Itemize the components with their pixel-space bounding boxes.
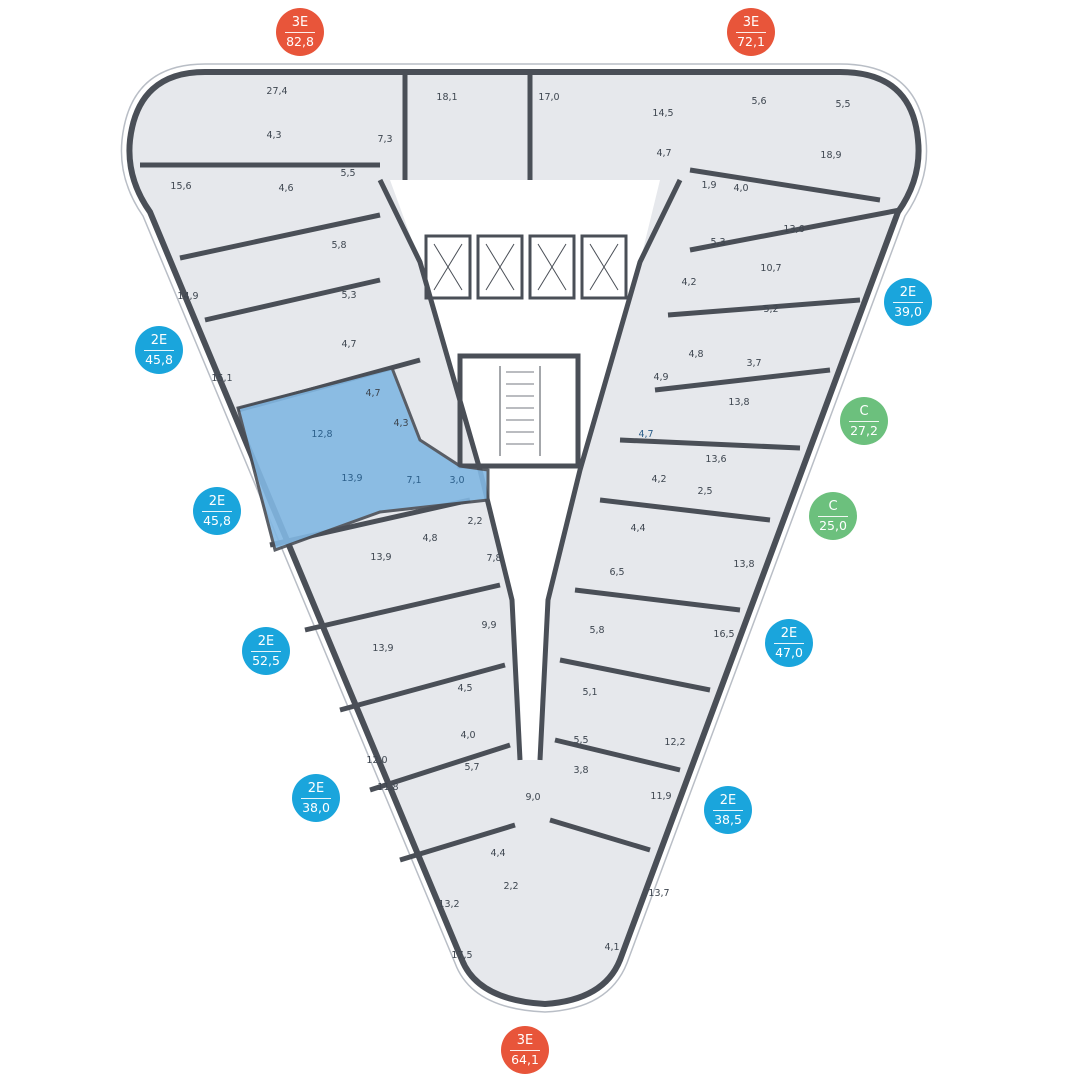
room-area-label: 9,0 <box>525 792 540 803</box>
room-area-label: 5,3 <box>710 237 725 248</box>
room-area-label: 4,5 <box>457 683 472 694</box>
room-area-label: 13,7 <box>648 888 669 899</box>
room-area-label: 13,9 <box>370 552 391 563</box>
selected-apartment[interactable] <box>236 366 490 552</box>
room-area-label: 27,4 <box>266 86 287 97</box>
room-area-label: 4,0 <box>460 730 475 741</box>
room-area-label: 15,6 <box>170 181 191 192</box>
room-area-label: 5,6 <box>751 96 766 107</box>
room-area-label: 2,2 <box>503 881 518 892</box>
room-area-label: 4,4 <box>490 848 505 859</box>
room-area-label: 4,3 <box>266 130 281 141</box>
room-area-label: 1,9 <box>701 180 716 191</box>
room-area-label: 2,2 <box>467 516 482 527</box>
room-area-label: 13,9 <box>372 643 393 654</box>
room-area-labels: 27,4 18,1 17,0 14,5 5,6 5,5 4,3 7,3 4,7 18,9 15,6 4… <box>170 86 850 961</box>
room-area-label: 7,1 <box>406 475 421 486</box>
room-area-label: 4,4 <box>630 523 645 534</box>
room-area-label: 5,5 <box>835 99 850 110</box>
room-area-label: 5,5 <box>573 735 588 746</box>
room-area-label: 12,2 <box>664 737 685 748</box>
room-area-label: 3,7 <box>746 358 761 369</box>
room-area-label: 13,8 <box>728 397 749 408</box>
room-area-label: 17,5 <box>451 950 472 961</box>
room-area-label: 14,9 <box>177 291 198 302</box>
room-area-label: 4,8 <box>688 349 703 360</box>
central-core <box>390 180 660 760</box>
room-area-label: 4,2 <box>651 474 666 485</box>
room-area-label: 13,2 <box>438 899 459 910</box>
room-area-label: 12,8 <box>311 429 332 440</box>
room-area-label: 17,0 <box>538 92 559 103</box>
room-area-label: 4,6 <box>278 183 293 194</box>
room-area-label: 13,6 <box>783 224 804 235</box>
room-area-label: 4,3 <box>393 418 408 429</box>
room-area-label: 4,1 <box>604 942 619 953</box>
room-area-label: 4,7 <box>656 148 671 159</box>
room-area-label: 6,5 <box>609 567 624 578</box>
room-area-label: 15,1 <box>211 373 232 384</box>
room-area-label: 12,0 <box>366 755 387 766</box>
room-area-label: 4,7 <box>341 339 356 350</box>
room-area-label: 18,9 <box>820 150 841 161</box>
room-area-label: 2,5 <box>697 486 712 497</box>
room-area-label: 5,3 <box>341 290 356 301</box>
room-area-label: 5,7 <box>464 762 479 773</box>
room-area-label: 3,8 <box>573 765 588 776</box>
room-area-label: 18,1 <box>436 92 457 103</box>
room-area-label: 4,0 <box>733 183 748 194</box>
room-area-label: 7,8 <box>486 553 501 564</box>
room-area-label: 5,5 <box>340 168 355 179</box>
room-area-label: 4,8 <box>422 533 437 544</box>
room-area-label: 4,7 <box>365 388 380 399</box>
room-area-label: 10,7 <box>760 263 781 274</box>
elevator-shafts <box>424 234 628 300</box>
room-area-label: 7,3 <box>377 134 392 145</box>
room-area-label: 4,2 <box>681 277 696 288</box>
room-area-label: 5,1 <box>582 687 597 698</box>
room-area-label: 3,0 <box>449 475 464 486</box>
room-area-label: 9,9 <box>481 620 496 631</box>
room-area-label: 16,5 <box>713 629 734 640</box>
room-area-label: 11,9 <box>650 791 671 802</box>
room-area-label: 5,2 <box>763 304 778 315</box>
room-area-label: 5,8 <box>331 240 346 251</box>
room-area-label: 13,8 <box>733 559 754 570</box>
room-area-label: 14,5 <box>652 108 673 119</box>
room-area-label: 11,8 <box>377 782 398 793</box>
room-area-label: 4,9 <box>653 372 668 383</box>
room-area-label: 13,6 <box>705 454 726 465</box>
room-area-label: 13,9 <box>341 473 362 484</box>
facade-glazing <box>120 63 928 1013</box>
stairwell <box>457 353 581 469</box>
room-area-label: 5,8 <box>589 625 604 636</box>
room-area-label: 4,7 <box>638 429 653 440</box>
